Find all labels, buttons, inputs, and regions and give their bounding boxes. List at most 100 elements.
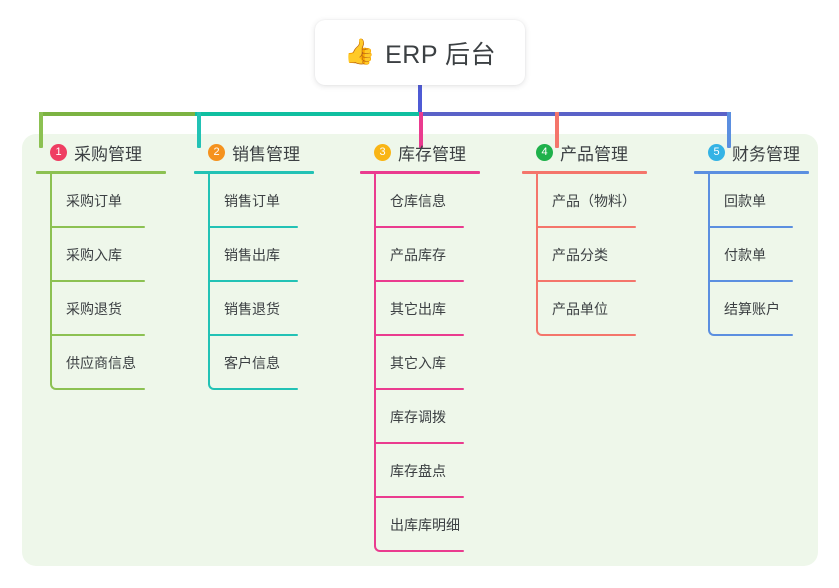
item-rule (536, 226, 636, 228)
item-rule (374, 388, 464, 390)
column-title-2: 销售管理 (232, 144, 300, 164)
item-spine (374, 498, 384, 552)
item-spine (374, 174, 376, 228)
item-spine (374, 444, 376, 498)
column-header-5[interactable]: 5 财务管理 (694, 134, 804, 170)
item-label: 付款单 (724, 247, 766, 263)
item-rule (50, 226, 145, 228)
bus-right-blue (419, 112, 731, 116)
column-items-5: 回款单付款单结算账户 (694, 174, 804, 336)
connector-stem-center (418, 85, 422, 114)
connector-drop-4 (555, 112, 559, 148)
item-spine (50, 336, 60, 390)
item-rule (708, 226, 793, 228)
item-rule (214, 388, 298, 390)
item-rule (56, 388, 145, 390)
item-rule (374, 226, 464, 228)
connector-drop-3 (419, 112, 423, 148)
list-item[interactable]: 其它出库 (360, 282, 475, 336)
list-item[interactable]: 出库库明细 (360, 498, 475, 552)
column-items-3: 仓库信息产品库存其它出库其它入库库存调拨库存盘点出库库明细 (360, 174, 475, 552)
item-rule (708, 280, 793, 282)
list-item[interactable]: 结算账户 (694, 282, 804, 336)
item-spine (374, 228, 376, 282)
list-item[interactable]: 产品分类 (522, 228, 642, 282)
item-rule (542, 334, 636, 336)
list-item[interactable]: 仓库信息 (360, 174, 475, 228)
title-card: 👍 ERP 后台 (315, 20, 525, 85)
bus-mid-teal (195, 112, 421, 116)
item-rule (714, 334, 793, 336)
item-spine (208, 282, 210, 336)
list-item[interactable]: 产品单位 (522, 282, 642, 336)
item-spine (208, 174, 210, 228)
item-label: 客户信息 (224, 355, 280, 371)
list-item[interactable]: 采购退货 (36, 282, 166, 336)
item-spine (708, 282, 718, 336)
column-underline-1 (36, 171, 166, 174)
item-rule (380, 550, 464, 552)
item-spine (536, 228, 538, 282)
connector-drop-5 (727, 112, 731, 148)
item-rule (374, 334, 464, 336)
list-item[interactable]: 客户信息 (194, 336, 314, 390)
column-badge-2: 2 (208, 143, 225, 161)
item-label: 结算账户 (724, 301, 780, 317)
item-label: 产品分类 (552, 247, 608, 263)
item-rule (208, 334, 298, 336)
connector-drop-1 (39, 112, 43, 148)
item-spine (708, 228, 710, 282)
item-spine (536, 174, 538, 228)
item-label: 其它出库 (390, 301, 446, 317)
item-label: 产品单位 (552, 301, 608, 317)
item-spine (374, 390, 376, 444)
item-rule (208, 226, 298, 228)
list-item[interactable]: 付款单 (694, 228, 804, 282)
list-item[interactable]: 采购订单 (36, 174, 166, 228)
item-label: 其它入库 (390, 355, 446, 371)
list-item[interactable]: 采购入库 (36, 228, 166, 282)
item-spine (50, 228, 52, 282)
list-item[interactable]: 销售退货 (194, 282, 314, 336)
list-item[interactable]: 供应商信息 (36, 336, 166, 390)
item-label: 库存盘点 (390, 463, 446, 479)
item-label: 回款单 (724, 193, 766, 209)
column-title-1: 采购管理 (74, 144, 142, 164)
list-item[interactable]: 回款单 (694, 174, 804, 228)
list-item[interactable]: 库存盘点 (360, 444, 475, 498)
column-title-5: 财务管理 (732, 144, 800, 164)
item-rule (374, 442, 464, 444)
column-5: 5 财务管理回款单付款单结算账户 (694, 134, 809, 336)
diagram-panel (22, 134, 818, 566)
item-label: 销售出库 (224, 247, 280, 263)
column-items-1: 采购订单采购入库采购退货供应商信息 (36, 174, 166, 390)
item-spine (374, 282, 376, 336)
list-item[interactable]: 销售出库 (194, 228, 314, 282)
connector-drop-2 (197, 112, 201, 148)
column-badge-3: 3 (374, 143, 391, 161)
item-label: 出库库明细 (390, 517, 460, 533)
item-label: 销售订单 (224, 193, 280, 209)
column-badge-5: 5 (708, 143, 725, 161)
column-badge-4: 4 (536, 143, 553, 161)
column-items-2: 销售订单销售出库销售退货客户信息 (194, 174, 314, 390)
column-items-4: 产品（物料） 产品分类产品单位 (522, 174, 642, 336)
item-spine (208, 228, 210, 282)
list-item[interactable]: 产品（物料） (522, 174, 642, 228)
column-header-2[interactable]: 2 销售管理 (194, 134, 314, 170)
list-item[interactable]: 库存调拨 (360, 390, 475, 444)
item-label: 采购订单 (66, 193, 122, 209)
list-item[interactable]: 产品库存 (360, 228, 475, 282)
item-label: 产品（物料） (552, 193, 636, 209)
column-underline-5 (694, 171, 809, 174)
list-item[interactable]: 其它入库 (360, 336, 475, 390)
list-item[interactable]: 销售订单 (194, 174, 314, 228)
item-spine (50, 282, 52, 336)
